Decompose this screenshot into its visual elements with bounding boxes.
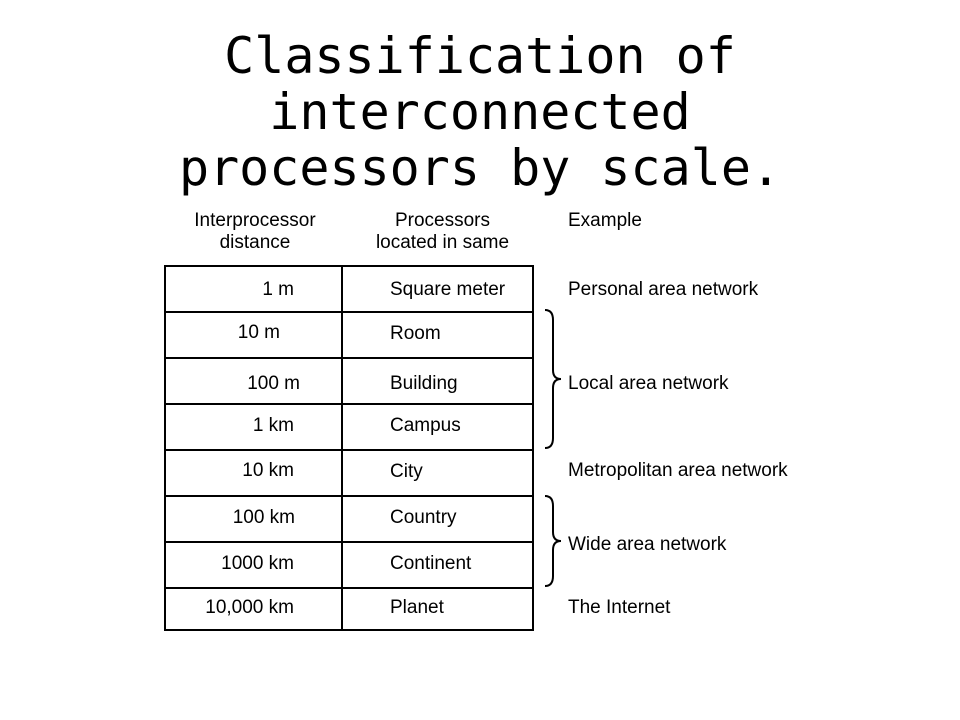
row-divider bbox=[166, 587, 532, 589]
title-line-1: Classification of interconnected bbox=[224, 27, 736, 141]
location-cell: Building bbox=[390, 373, 458, 394]
location-cell: City bbox=[390, 461, 423, 482]
example-label: Wide area network bbox=[568, 534, 727, 555]
header-processors-line-1: Processors bbox=[394, 210, 491, 231]
location-cell: Campus bbox=[390, 415, 461, 436]
distance-cell: 1 m bbox=[262, 279, 294, 300]
row-divider bbox=[166, 357, 532, 359]
example-label: Metropolitan area network bbox=[568, 460, 788, 481]
title-line-2: processors by scale. bbox=[178, 139, 782, 197]
header-distance-line-2: distance bbox=[219, 232, 291, 253]
header-example: Example bbox=[568, 210, 642, 231]
example-label: Personal area network bbox=[568, 279, 759, 300]
row-divider bbox=[166, 495, 532, 497]
distance-cell: 10 m bbox=[237, 322, 280, 343]
distance-cell: 1000 km bbox=[221, 553, 294, 574]
brace-icon bbox=[544, 495, 562, 587]
header-distance-line-1: Interprocessor bbox=[194, 210, 316, 231]
row-divider bbox=[166, 541, 532, 543]
distance-cell: 10 km bbox=[242, 460, 294, 481]
example-label: The Internet bbox=[568, 597, 671, 618]
distance-cell: 10,000 km bbox=[205, 597, 294, 618]
distance-cell: 100 km bbox=[232, 507, 295, 528]
row-divider bbox=[166, 311, 532, 313]
example-label: Local area network bbox=[568, 373, 729, 394]
location-cell: Country bbox=[390, 507, 457, 528]
row-divider bbox=[166, 403, 532, 405]
column-divider bbox=[341, 267, 343, 629]
location-cell: Room bbox=[390, 323, 441, 344]
scale-table bbox=[164, 265, 534, 631]
header-processors-line-2: located in same bbox=[375, 232, 510, 253]
brace-icon bbox=[544, 309, 562, 449]
header-distance: Interprocessor distance bbox=[170, 210, 340, 254]
distance-cell: 100 m bbox=[247, 373, 300, 394]
distance-cell: 1 km bbox=[252, 415, 294, 436]
location-cell: Planet bbox=[390, 597, 444, 618]
location-cell: Continent bbox=[390, 553, 472, 574]
header-processors: Processors located in same bbox=[350, 210, 535, 254]
slide-title: Classification of interconnected process… bbox=[0, 28, 960, 196]
row-divider bbox=[166, 449, 532, 451]
location-cell: Square meter bbox=[390, 279, 506, 300]
